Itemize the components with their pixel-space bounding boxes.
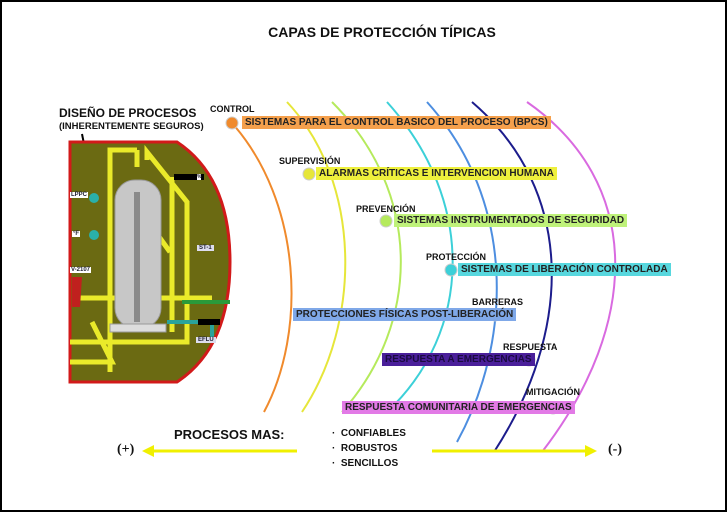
footer-item: · ROBUSTOS — [332, 443, 398, 454]
left-arrowhead — [142, 445, 154, 457]
layer-arc-response — [471, 101, 553, 453]
layer-name-protection: PROTECCIÓN — [426, 252, 487, 262]
page-title: CAPAS DE PROTECCIÓN TÍPICAS — [268, 24, 496, 40]
layer-bar-response: RESPUESTA A EMERGENCIAS — [382, 353, 535, 366]
minus-label: (-) — [608, 442, 622, 457]
layer-bar-barriers: PROTECCIONES FÍSICAS POST-LIBERACIÓN — [293, 308, 517, 321]
footer-arrows — [142, 445, 597, 457]
layer-name-mitigation: MITIGACIÓN — [526, 387, 580, 397]
footer-heading: PROCESOS MAS: — [174, 427, 285, 442]
layer-name-barriers: BARRERAS — [472, 297, 524, 307]
tag-st1: ST-1 — [197, 245, 214, 251]
footer-item: · CONFIABLES — [332, 428, 406, 439]
tag-v2107: V-2107 — [70, 267, 92, 273]
layer-arc-prevention — [331, 101, 402, 413]
layer-name-response: RESPUESTA — [503, 342, 558, 352]
layer-arc-control — [231, 122, 293, 413]
design-title: DISEÑO DE PROCESOS — [59, 106, 197, 120]
tag-eflu: EFLU — [196, 337, 216, 343]
footer-item-text: ROBUSTOS — [340, 443, 398, 454]
layer-arc-supervision — [286, 101, 347, 413]
layer-bar-protection: SISTEMAS DE LIBERACIÓN CONTROLADA — [458, 263, 671, 276]
layer-bar-control: SISTEMAS PARA EL CONTROL BASICO DEL PROC… — [242, 116, 551, 129]
layer-dot-prevention — [379, 214, 393, 228]
footer-item-text: CONFIABLES — [340, 428, 406, 439]
right-arrowhead — [585, 445, 597, 457]
layer-dot-protection — [444, 263, 458, 277]
footer-item: · SENCILLOS — [332, 458, 399, 469]
layer-arc-mitigation — [526, 101, 617, 453]
layer-bar-prevention: SISTEMAS INSTRUMENTADOS DE SEGURIDAD — [394, 214, 628, 227]
process-plant-illustration — [68, 140, 232, 384]
layer-name-control: CONTROL — [210, 104, 255, 114]
tag-lppc: LPPC — [70, 192, 89, 198]
layer-name-supervision: SUPERVISIÓN — [279, 156, 341, 166]
tag-temp: °F — [72, 231, 81, 237]
footer-item-text: SENCILLOS — [340, 458, 399, 469]
layer-name-prevention: PREVENCIÓN — [356, 204, 416, 214]
tag-percent: % — [197, 174, 202, 180]
layer-dot-supervision — [302, 167, 316, 181]
layer-bar-supervision: ALARMAS CRÍTICAS E INTERVENCION HUMANA — [316, 167, 557, 180]
plus-label: (+) — [117, 442, 135, 457]
design-subtitle: (INHERENTEMENTE SEGUROS) — [59, 121, 204, 132]
layer-dot-control — [225, 116, 239, 130]
layer-bar-mitigation: RESPUESTA COMUNITARIA DE EMERGENCIAS — [342, 401, 575, 414]
